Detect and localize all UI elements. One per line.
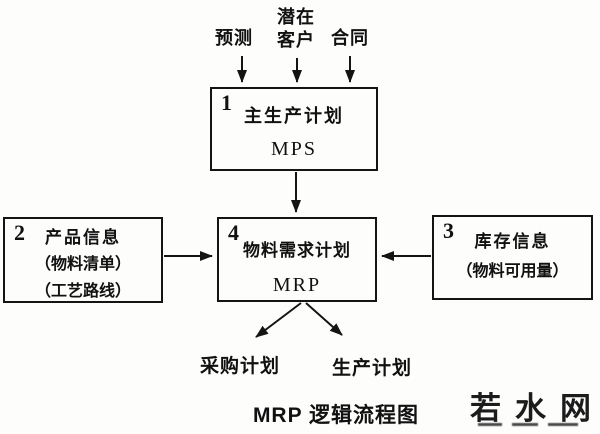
node-master-production-schedule: 1 主生产计划 MPS [210, 87, 378, 171]
input-label-forecast: 预测 [215, 28, 253, 48]
input-label-contract: 合同 [331, 28, 369, 48]
input-label-potential-customers: 潜在 客户 [268, 6, 324, 52]
node-inventory-info: 3 库存信息 （物料可用量） [432, 215, 593, 300]
node-title: 物料需求计划 [243, 241, 351, 260]
watermark-subtext-bar [512, 423, 538, 426]
node-title: 产品信息 [45, 228, 121, 247]
node-abbr: MRP [272, 274, 322, 296]
node-title: 主生产计划 [244, 106, 344, 126]
output-label-purchase-plan: 采购计划 [199, 356, 280, 377]
arrow-mrp-to-purchase [255, 302, 302, 338]
figure-caption: MRP 逻辑流程图 [252, 404, 420, 427]
node-product-info: 2 产品信息 （物料清单） （工艺路线） [3, 217, 163, 303]
node-line-bom: （物料清单） [34, 256, 131, 273]
input-label-potential-line2: 客户 [277, 30, 315, 50]
output-label-production-plan: 生产计划 [331, 358, 412, 379]
watermark-logo: 若水网 [470, 391, 600, 426]
arrow-mrp-to-production [305, 302, 343, 336]
node-number: 4 [228, 220, 239, 245]
node-number: 3 [443, 218, 454, 243]
node-material-requirements-planning: 4 物料需求计划 MRP [217, 217, 377, 302]
watermark-subtext-bar [548, 423, 578, 426]
watermark-subtext-bar [478, 423, 502, 426]
input-label-potential-line1: 潜在 [277, 7, 315, 27]
node-title: 库存信息 [474, 232, 551, 251]
node-line-routing: （工艺路线） [34, 283, 131, 300]
node-number: 2 [14, 220, 25, 245]
node-line-availability: （物料可用量） [456, 263, 569, 280]
node-number: 1 [221, 90, 232, 115]
node-abbr: MPS [270, 138, 318, 160]
